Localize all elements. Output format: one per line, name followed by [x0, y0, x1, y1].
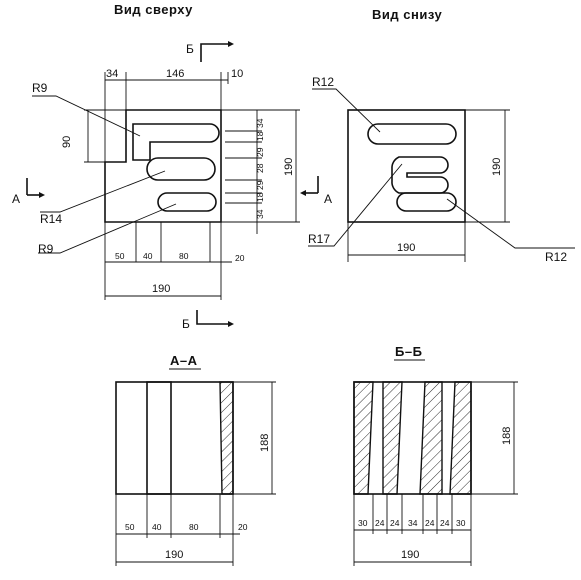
top-slot-1 [132, 123, 220, 161]
section-bb-dim-7: 30 [456, 518, 466, 528]
top-view-title: Вид сверху [114, 2, 193, 17]
svg-text:А: А [12, 192, 20, 206]
section-bb-dim-3: 24 [390, 518, 400, 528]
svg-text:Б: Б [182, 317, 190, 331]
top-radius-1: R9 [32, 81, 48, 95]
section-bb-height: 188 [501, 427, 513, 445]
bottom-slot-1 [367, 123, 457, 145]
top-dim-3: 10 [231, 68, 243, 80]
section-bb-dim-5: 24 [425, 518, 435, 528]
section-bb-dim-4: 34 [408, 518, 418, 528]
bottom-bottom-dim: 190 [397, 242, 415, 254]
section-bb-dim-1: 30 [358, 518, 368, 528]
section-bb: Б–Б 188 30 24 24 34 24 24 30 190 [353, 344, 518, 566]
top-dim-2: 146 [166, 68, 184, 80]
top-view-outline [104, 109, 222, 223]
top-small-dim-5: 29 [255, 180, 265, 190]
top-slot-2 [146, 157, 216, 181]
top-left-dim: 90 [61, 136, 73, 148]
top-bottom-dim-3: 80 [179, 251, 189, 261]
section-aa-dim-1: 50 [125, 522, 135, 532]
top-small-dim-7: 34 [255, 209, 265, 219]
top-small-dim-2: 18 [255, 131, 265, 141]
section-mark-b-bottom: Б [182, 310, 234, 331]
section-bb-dim-6: 24 [440, 518, 450, 528]
top-slot-3 [157, 192, 217, 212]
section-aa-dim-2: 40 [152, 522, 162, 532]
section-mark-a-left: А [12, 178, 45, 206]
top-right-dim: 190 [283, 158, 295, 176]
bottom-radius-1: R12 [312, 75, 334, 89]
bottom-radius-3: R12 [545, 250, 567, 264]
svg-text:Б: Б [186, 42, 194, 56]
bottom-right-dim: 190 [491, 158, 503, 176]
section-mark-b-top: Б [186, 41, 234, 62]
section-bb-title: Б–Б [395, 344, 422, 359]
top-bottom-dim-1: 50 [115, 251, 125, 261]
top-small-dim-3: 29 [255, 147, 265, 157]
top-bottom-dim-2: 40 [143, 251, 153, 261]
section-bb-total: 190 [401, 549, 419, 561]
top-small-dim-1: 34 [255, 118, 265, 128]
section-aa-height: 188 [259, 434, 271, 452]
top-total-width: 190 [152, 283, 170, 295]
section-aa-dim-4: 20 [238, 522, 248, 532]
top-bottom-dim-4: 20 [235, 253, 245, 263]
top-small-dim-4: 28 [255, 163, 265, 173]
bottom-view-outline [347, 109, 466, 223]
bottom-view-title: Вид снизу [372, 7, 442, 22]
top-dim-1: 34 [106, 68, 118, 80]
top-radius-3: R9 [38, 242, 54, 256]
svg-text:А: А [324, 192, 332, 206]
section-aa-total: 190 [165, 549, 183, 561]
section-aa: А–А 188 50 40 80 20 190 [115, 353, 276, 566]
bottom-slot-3 [396, 192, 457, 212]
section-aa-title: А–А [170, 353, 198, 368]
top-radius-2: R14 [40, 212, 62, 226]
bottom-view: 190 190 R12 R17 R12 [308, 75, 575, 264]
bottom-radius-2: R17 [308, 232, 330, 246]
section-bb-dim-2: 24 [375, 518, 385, 528]
section-aa-dim-3: 80 [189, 522, 199, 532]
top-view: 34 146 10 90 190 34 18 29 28 29 18 34 [32, 68, 300, 300]
top-small-dim-6: 18 [255, 192, 265, 202]
section-mark-a-right: А [300, 176, 332, 206]
bottom-slot-2 [391, 156, 449, 194]
